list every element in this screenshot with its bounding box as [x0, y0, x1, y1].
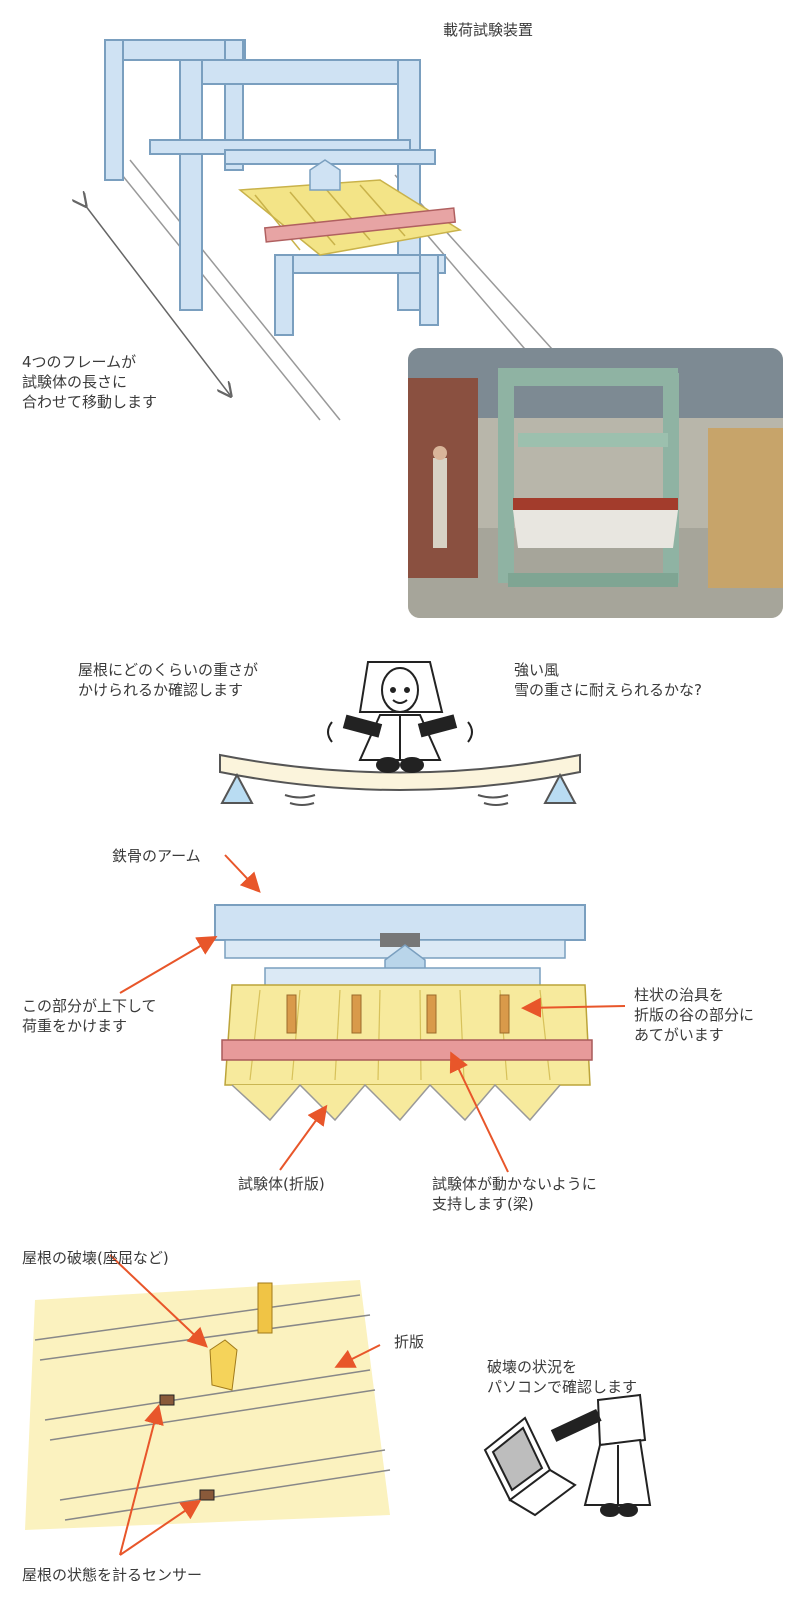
damage-sketch	[25, 1280, 390, 1530]
mascot-character-pc	[552, 1395, 650, 1516]
mascot-character	[328, 662, 472, 772]
apparatus-photo-drawing	[408, 348, 783, 618]
wind-snow-text: 強い風 雪の重さに耐えられるかな?	[514, 660, 702, 700]
jig-label: 柱状の治具を 折版の谷の部分に あてがいます	[634, 985, 754, 1045]
frame-movement-note: 4つのフレームが 試験体の長さに 合わせて移動します	[22, 352, 157, 412]
steel-arm-label: 鉄骨のアーム	[112, 846, 201, 866]
sheet-sketch	[240, 160, 460, 255]
sheet-detail-sketch	[222, 985, 592, 1120]
roof-damage-label: 屋根の破壊(座屈など)	[22, 1248, 169, 1268]
sensor-label: 屋根の状態を計るセンサー	[22, 1565, 202, 1585]
pc-check-label: 破壊の状況を パソコンで確認します	[487, 1357, 637, 1397]
apparatus-photo	[408, 348, 783, 618]
updown-load-label: この部分が上下して 荷重をかけます	[22, 996, 157, 1036]
arm-sketch	[215, 905, 585, 990]
beam-diagram	[220, 755, 580, 805]
load-check-text: 屋根にどのくらいの重さが かけられるか確認します	[78, 660, 258, 700]
folded-plate-label: 折版	[394, 1332, 424, 1352]
apparatus-title: 載荷試験装置	[443, 20, 533, 40]
support-beam-label: 試験体が動かないように 支持します(梁)	[432, 1174, 597, 1214]
specimen-label: 試験体(折版)	[238, 1174, 325, 1194]
